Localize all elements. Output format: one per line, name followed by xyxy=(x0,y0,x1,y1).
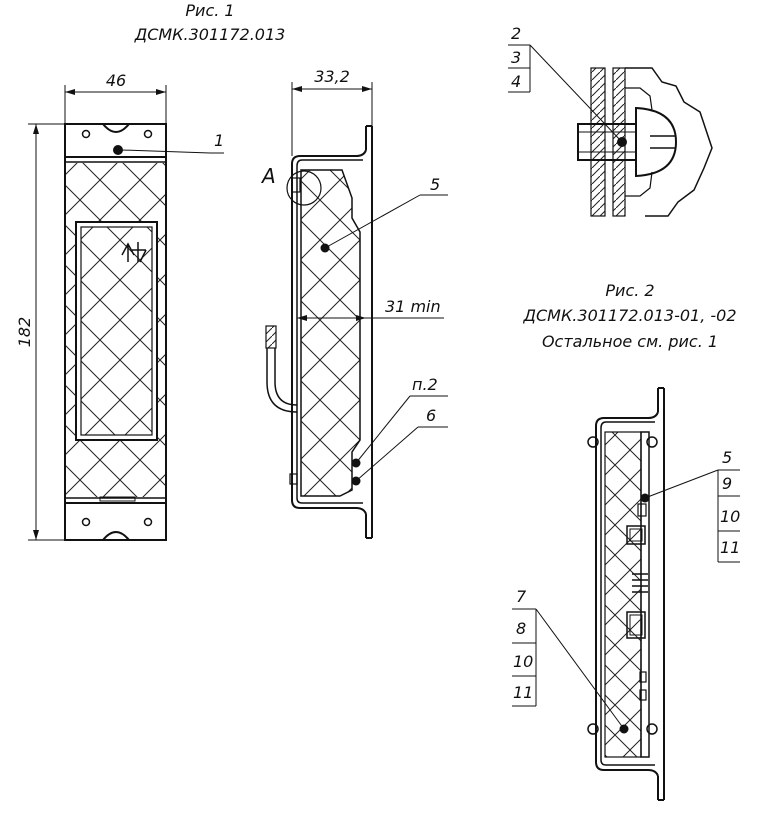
callout-6: 6 xyxy=(426,406,436,425)
fig2-callout-10b: 10 xyxy=(513,652,533,671)
fig1-designation: ДСМК.301172.013 xyxy=(134,25,286,44)
detail-a-view: 2 3 4 xyxy=(508,24,713,217)
detail-callout-3: 3 xyxy=(511,48,521,67)
fig2-callout-10a: 10 xyxy=(720,507,740,526)
fig2-callout-9: 9 xyxy=(722,474,732,493)
callout-1-dot xyxy=(113,145,123,155)
fig2-view: 5 9 10 11 7 8 10 11 xyxy=(512,387,740,801)
view-label-a: A xyxy=(260,164,276,188)
cable-end xyxy=(265,325,277,349)
marking-icon xyxy=(121,242,147,263)
detail-callout-2: 2 xyxy=(511,24,521,43)
fig2-callout-11a: 11 xyxy=(720,538,740,557)
callout-p2: п.2 xyxy=(412,375,438,394)
fig2-designation: ДСМК.301172.013-01, -02 xyxy=(522,306,736,325)
dim-height: 182 xyxy=(15,317,34,348)
callout-5: 5 xyxy=(430,175,440,194)
fig2-callout-8: 8 xyxy=(516,619,526,638)
dim-min: 31 min xyxy=(385,297,441,316)
fig2-caption: Рис. 2 xyxy=(605,281,654,300)
fig1-caption: Рис. 1 xyxy=(185,1,234,20)
dim-depth: 33,2 xyxy=(314,67,350,86)
fig2-note: Остальное см. рис. 1 xyxy=(542,332,718,351)
front-view: 1 46 182 xyxy=(15,71,224,541)
fig2-callout-11b: 11 xyxy=(513,683,533,702)
callout-1: 1 xyxy=(214,131,224,150)
fig2-callout-7: 7 xyxy=(516,587,527,606)
dim-width: 46 xyxy=(106,71,126,90)
detail-callout-4: 4 xyxy=(511,72,521,91)
side-view: A 5 п.2 6 33,2 31 min xyxy=(260,67,448,539)
fig2-callout-5: 5 xyxy=(722,448,732,467)
